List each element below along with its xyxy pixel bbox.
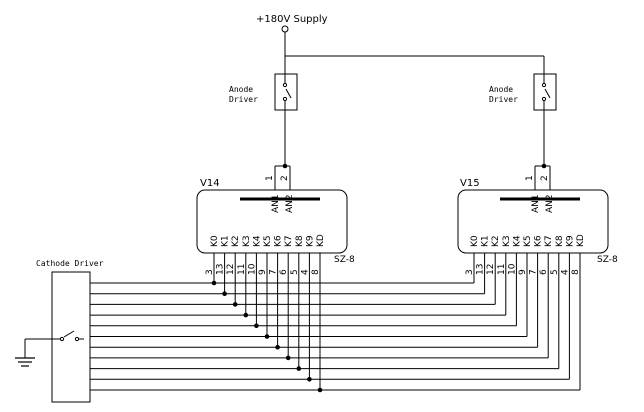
cathode-pin-number: 10 — [247, 263, 257, 275]
anode-driver-line2: Driver — [489, 95, 518, 104]
cathode-pin-number: 13 — [476, 264, 486, 275]
cathode-driver-label: Cathode Driver — [36, 259, 104, 268]
cathode-label: K1 — [481, 235, 491, 247]
tube-name: V15 — [460, 178, 480, 189]
cathode-pin-number: 7 — [269, 269, 279, 275]
cathode-pin-number: 11 — [497, 264, 507, 275]
cathode-label: K0 — [470, 235, 480, 247]
cathode-switch-contact — [59, 336, 65, 342]
anode-driver-line1: Anode — [229, 85, 253, 94]
cathode-pin-number: 7 — [529, 269, 539, 275]
cathode-pin-number: 9 — [518, 269, 528, 275]
cathode-label: K2 — [231, 235, 241, 247]
supply-label: +180V Supply — [256, 14, 328, 25]
anode-switch-contact — [282, 96, 288, 102]
cathode-pin-number: 4 — [560, 269, 570, 275]
cathode-pin-number: 8 — [311, 269, 321, 275]
cathode-label: K8 — [555, 235, 565, 247]
cathode-pin-number: 3 — [465, 269, 475, 275]
supply-terminal: +180V Supply — [256, 14, 545, 74]
cathode-pin-number: 8 — [571, 269, 581, 275]
cathode-label: K3 — [242, 235, 252, 247]
cathode-label: K0 — [210, 235, 220, 247]
anode-label: AN2 — [285, 194, 295, 213]
cathode-pin-number: 9 — [258, 269, 268, 275]
cathode-pin-number: 4 — [300, 269, 310, 275]
anode-switch-blade — [544, 88, 551, 99]
anode-pin-number: 2 — [540, 175, 550, 181]
anode-switch-contact — [282, 82, 288, 88]
cathode-label: K6 — [534, 235, 544, 247]
tube-type: SZ-8 — [597, 255, 618, 265]
cathode-label: K5 — [523, 235, 533, 247]
supply-terminal-circle — [281, 25, 289, 33]
cathode-driver-box — [51, 271, 91, 403]
cathode-pin-number: 10 — [507, 263, 517, 275]
cathode-pin-number: 11 — [237, 264, 247, 275]
anode-driver-v15: Anode Driver — [489, 73, 557, 169]
tube-name: V14 — [200, 178, 220, 189]
anode-label: AN1 — [531, 194, 541, 213]
cathode-switch-contact — [74, 336, 80, 342]
anode-switch-contact — [541, 96, 547, 102]
cathode-driver: Cathode Driver — [15, 259, 104, 403]
anode-pin-number: 1 — [265, 175, 275, 181]
cathode-label: K4 — [252, 235, 262, 247]
cathode-pin-number: 5 — [290, 269, 300, 275]
tube-v15: V15 SZ-8 — [457, 178, 618, 265]
anode-switch-blade — [285, 88, 292, 99]
tube-type: SZ-8 — [334, 255, 355, 265]
anode-driver-box — [274, 73, 298, 111]
cathode-label: K9 — [305, 235, 315, 247]
cathode-label: K3 — [502, 235, 512, 247]
cathode-label: K6 — [274, 235, 284, 247]
anode-driver-v14: Anode Driver — [229, 73, 298, 169]
anode-driver-line1: Anode — [489, 85, 513, 94]
anode-switch-contact — [541, 82, 547, 88]
cathode-label: K8 — [295, 235, 305, 247]
cathode-pin-number: 3 — [205, 269, 215, 275]
tube-v14: V14 SZ-8 — [196, 178, 355, 265]
cathode-switch-blade — [63, 330, 75, 338]
cathode-label: K9 — [565, 235, 575, 247]
cathode-label: K7 — [544, 235, 554, 247]
cathode-label: K1 — [221, 235, 231, 247]
cathode-pin-number: 12 — [226, 264, 236, 275]
anode-driver-line2: Driver — [229, 95, 258, 104]
cathode-pin-number: 6 — [539, 269, 549, 275]
anode-label: AN1 — [271, 194, 281, 213]
cathode-pin-number: 13 — [216, 264, 226, 275]
cathode-pin-number: 5 — [550, 269, 560, 275]
anode-pin-number: 2 — [280, 175, 290, 181]
cathode-pin-number: 6 — [279, 269, 289, 275]
cathode-pin-number: 12 — [486, 264, 496, 275]
cathode-label: K2 — [491, 235, 501, 247]
anode-driver-box — [533, 73, 557, 111]
anode-pin-number: 1 — [525, 175, 535, 181]
tube-body — [457, 189, 609, 254]
tube-body — [196, 189, 348, 254]
cathode-label: K5 — [263, 235, 273, 247]
cathode-label: K7 — [284, 235, 294, 247]
cathode-label: K4 — [512, 235, 522, 247]
cathode-label: KD — [316, 234, 326, 247]
cathode-label: KD — [576, 234, 586, 247]
anode-label: AN2 — [545, 194, 555, 213]
